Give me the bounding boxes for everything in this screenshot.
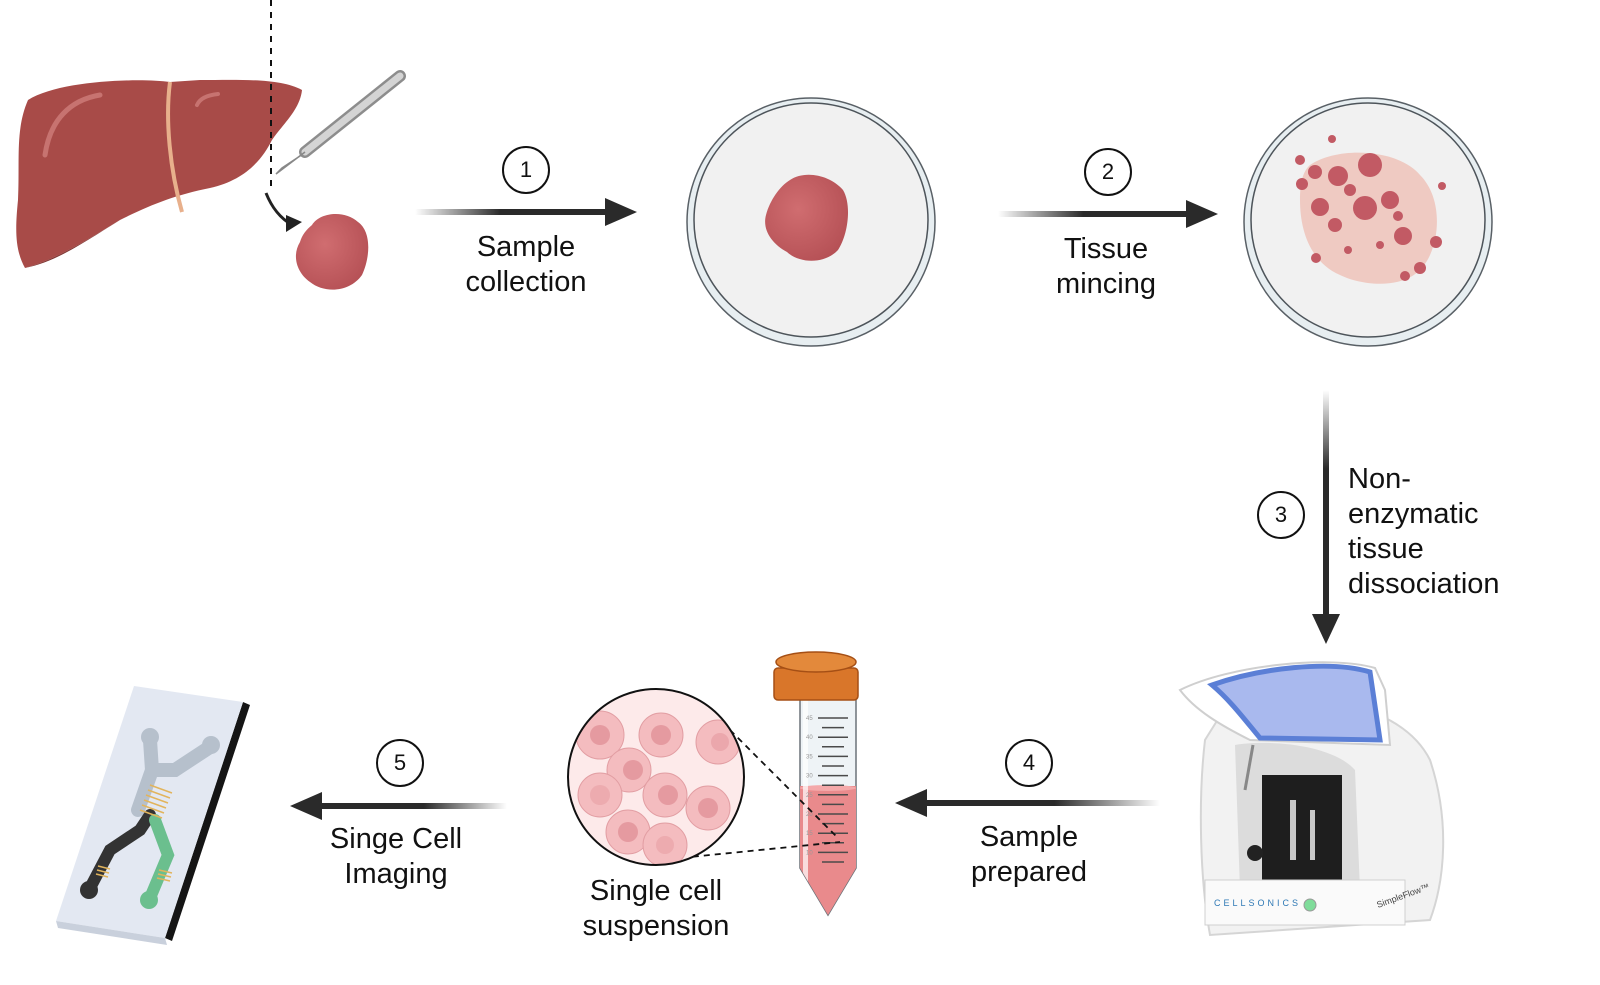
step-3-label-line3: tissue <box>1348 533 1424 565</box>
step-3-label-line2: enzymatic <box>1348 498 1479 530</box>
step-5-label-line1: Singe Cell <box>329 823 463 855</box>
step-1-label-line2: collection <box>465 266 587 298</box>
step-3-label-line4: dissociation <box>1348 568 1500 600</box>
arrow-1 <box>415 209 605 215</box>
tube-graduation-label: 25 <box>806 793 813 799</box>
petri-dish-tissue <box>686 97 936 347</box>
arrow-5 <box>322 803 507 809</box>
step-4-badge: 4 <box>1005 739 1053 787</box>
tube-graduation-label: 45 <box>806 716 813 722</box>
tube-graduation-label: 15 <box>806 831 813 837</box>
suspension-label: Single cell suspension <box>556 874 756 944</box>
liver-illustration <box>16 79 302 268</box>
tube-graduation-label: 35 <box>806 754 813 760</box>
step-2-label: Tissue mincing <box>1006 232 1206 302</box>
step-1-badge: 1 <box>502 146 550 194</box>
tube-graduation-label: 10 <box>806 850 813 856</box>
tissue-sample <box>295 214 369 290</box>
step-4-label: Sample prepared <box>929 820 1129 890</box>
arrow-4 <box>925 800 1160 806</box>
step-5-label-line2: Imaging <box>344 858 448 890</box>
step-2-badge: 2 <box>1084 148 1132 196</box>
suspension-label-line2: suspension <box>582 910 730 942</box>
cellsonics-instrument <box>1178 661 1445 937</box>
petri-dish-minced <box>1243 97 1493 347</box>
single-cell-magnifier <box>567 688 745 866</box>
step-5-label: Singe Cell Imaging <box>296 822 496 892</box>
microfluidic-chip <box>56 686 250 945</box>
scalpel-icon <box>275 70 406 175</box>
instrument-brand: CELLSONICS <box>1214 898 1301 908</box>
step-3-label-line1: Non- <box>1348 463 1411 495</box>
conical-tube <box>773 651 859 917</box>
step-4-label-line2: prepared <box>970 856 1088 888</box>
step-2-label-line1: Tissue <box>1063 233 1149 265</box>
step-4-label-line1: Sample <box>979 821 1079 853</box>
step-3-badge: 3 <box>1257 491 1305 539</box>
step-1-label-line1: Sample <box>476 231 576 263</box>
tube-graduation-label: 20 <box>806 812 813 818</box>
suspension-label-line1: Single cell <box>589 875 723 907</box>
arrow-2 <box>998 211 1188 217</box>
tube-graduation-label: 30 <box>806 774 813 780</box>
step-1-label: Sample collection <box>426 230 626 300</box>
step-2-label-line2: mincing <box>1056 268 1156 300</box>
step-3-label: Non- enzymatic tissue dissociation <box>1348 462 1588 602</box>
step-5-badge: 5 <box>376 739 424 787</box>
tube-graduation-label: 40 <box>806 735 813 741</box>
arrow-3 <box>1323 390 1329 615</box>
